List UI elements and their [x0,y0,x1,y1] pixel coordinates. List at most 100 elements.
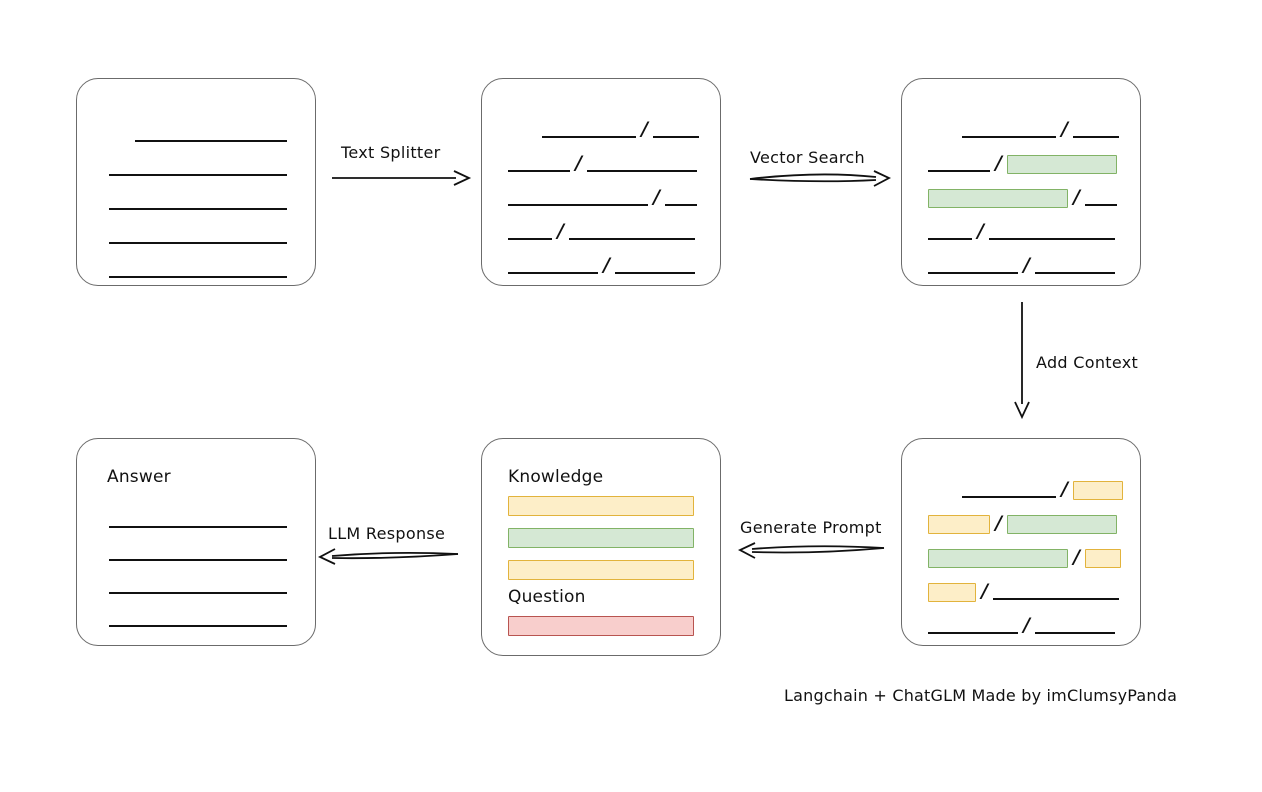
chunk-separator-slash: / [1023,254,1030,276]
question-label: Question [508,587,586,607]
highlighted-chunk-yellow [1084,548,1121,568]
document-line: / [508,187,697,209]
text-line-segment [109,625,287,627]
highlighted-chunk-yellow [928,514,990,534]
document-line [109,225,287,247]
document-line [109,259,287,281]
prompt-bar-yellow [508,496,694,516]
text-line-segment [109,559,287,561]
text-line-segment [109,174,287,176]
text-line-segment [664,204,697,206]
highlighted-chunk-yellow [928,582,976,602]
text-line-segment [109,208,287,210]
arrow-generate-prompt [737,542,885,559]
text-line-segment [928,632,1018,634]
text-line-segment [928,272,1018,274]
arrow-label-add-context: Add Context [1036,353,1139,372]
document-line: / [508,255,695,277]
chunk-separator-slash: / [995,512,1002,534]
text-line-segment [135,140,287,142]
text-line-segment [652,136,699,138]
chunk-separator-slash: / [1073,186,1080,208]
text-line-segment [1034,632,1115,634]
answer-card[interactable]: Answer [76,438,316,646]
text-line-segment [109,242,287,244]
text-line-segment [614,272,695,274]
prompt-bar-red [508,616,694,636]
vector-matches-card[interactable]: / / / / / [901,78,1141,286]
prompt-bar-green [508,528,694,548]
chunk-separator-slash: / [1073,546,1080,568]
arrow-llm-response [317,548,459,565]
prompt-card[interactable]: Knowledge Question [481,438,721,656]
document-line: / [928,153,1117,175]
text-line-segment [508,204,648,206]
text-line-segment [962,136,1056,138]
chunk-separator-slash: / [603,254,610,276]
chunk-separator-slash: / [1023,614,1030,636]
split-chunks-card[interactable]: / / / / / [481,78,721,286]
text-line-segment [1034,272,1115,274]
chunk-separator-slash: / [557,220,564,242]
source-document-card[interactable] [76,78,316,286]
knowledge-label: Knowledge [508,467,604,487]
chunk-separator-slash: / [981,580,988,602]
highlighted-chunk-green [928,548,1068,568]
text-line-segment [988,238,1115,240]
text-line-segment [109,592,287,594]
highlighted-chunk-green [928,188,1068,208]
context-chunks-card[interactable]: / / / / / [901,438,1141,646]
prompt-bar-yellow [508,560,694,580]
text-line-segment [1084,204,1117,206]
document-line [109,575,287,597]
text-line-segment [928,170,990,172]
text-line-segment [109,276,287,278]
document-line: / [928,513,1117,535]
document-line [135,123,287,145]
arrow-label-llm-response: LLM Response [328,524,446,543]
text-line-segment [1072,136,1119,138]
chunk-separator-slash: / [575,152,582,174]
document-line [109,542,287,564]
text-line-segment [109,526,287,528]
highlighted-chunk-green [1006,154,1117,174]
document-line [109,608,287,630]
document-line: / [962,479,1123,501]
highlighted-chunk-yellow [1072,480,1123,500]
text-line-segment [542,136,636,138]
arrow-text-splitter [332,170,472,186]
arrow-label-text-splitter: Text Splitter [341,143,441,162]
arrow-label-generate-prompt: Generate Prompt [740,518,882,537]
arrow-add-context [1014,302,1030,420]
document-line: / [928,581,1119,603]
arrow-vector-search [749,170,892,187]
answer-label: Answer [107,467,171,487]
arrow-label-vector-search: Vector Search [750,148,865,167]
document-line: / [928,221,1115,243]
chunk-separator-slash: / [1061,478,1068,500]
document-line [109,191,287,213]
text-line-segment [992,598,1119,600]
document-line: / [962,119,1119,141]
chunk-separator-slash: / [977,220,984,242]
document-line [109,509,287,531]
document-line: / [542,119,699,141]
chunk-separator-slash: / [1061,118,1068,140]
text-line-segment [568,238,695,240]
text-line-segment [928,238,972,240]
vector-matches-rows: / / / / / [902,79,1140,285]
document-line: / [928,547,1121,569]
text-line-segment [508,238,552,240]
split-chunks-rows: / / / / / [482,79,720,285]
text-line-segment [508,170,570,172]
answer-rows [77,439,315,645]
footer-caption: Langchain + ChatGLM Made by imClumsyPand… [784,686,1178,705]
context-chunks-rows: / / / / / [902,439,1140,645]
text-line-segment [586,170,697,172]
text-line-segment [962,496,1056,498]
document-line: / [928,615,1115,637]
text-line-segment [508,272,598,274]
source-document-rows [77,79,315,285]
chunk-separator-slash: / [641,118,648,140]
